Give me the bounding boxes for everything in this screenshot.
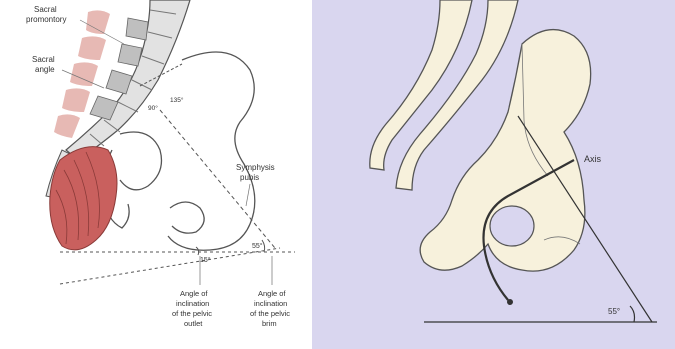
axis-label: Axis [584, 154, 602, 164]
pelvic-floor-muscle [50, 147, 117, 250]
outlet-label-2: inclination [176, 299, 209, 308]
right-pelvis-axis-diagram: Axis 55° [312, 0, 675, 349]
angle-90-label: 90° [148, 104, 158, 112]
left-pelvis-diagram: Sacral promontory Sacral angle 90° 135° … [0, 0, 320, 349]
sacral-angle-label-1: Sacral [32, 55, 55, 64]
sacral-promontory-label-2: promontory [26, 15, 66, 24]
brim-label-3: of the pelvic [250, 309, 290, 318]
symphysis-label-2: pubis [240, 173, 259, 182]
angle-15-label: 15° [200, 256, 211, 264]
brim-label-2: inclination [254, 299, 287, 308]
brim-label-4: brim [262, 319, 277, 328]
sacral-angle-label-2: angle [35, 65, 55, 74]
angle-135-label: 135° [170, 96, 184, 104]
outlet-label-4: outlet [184, 319, 203, 328]
outlet-label-3: of the pelvic [172, 309, 212, 318]
angle-55-label: 55° [608, 307, 620, 316]
sacral-promontory-label-1: Sacral [34, 5, 57, 14]
outlet-label-1: Angle of [180, 289, 208, 298]
brim-label-1: Angle of [258, 289, 286, 298]
angle-55-label: 55° [252, 242, 263, 250]
symphysis-label-1: Symphysis [236, 163, 275, 172]
